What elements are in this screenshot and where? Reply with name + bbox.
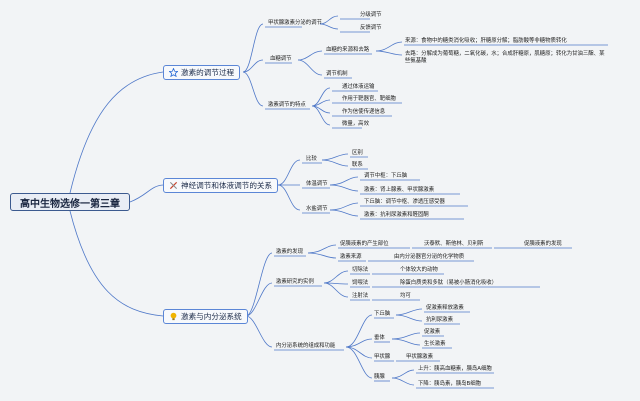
node-hypothalamus[interactable]: 下丘脑 bbox=[374, 311, 391, 317]
node-glucagon[interactable]: 上升：胰高血糖素，胰岛A细胞 bbox=[418, 366, 492, 372]
node-insulin[interactable]: 下降：胰岛素，胰岛B细胞 bbox=[418, 381, 481, 387]
node-research-examples[interactable]: 激素研究的实例 bbox=[276, 279, 314, 285]
node-endocrine-chemicals[interactable]: 由内分泌器官分泌的化学物质 bbox=[394, 254, 465, 260]
root-node[interactable]: 高中生物选修一第三章 bbox=[10, 193, 130, 211]
node-tropic-hormones[interactable]: 促激素 bbox=[424, 329, 441, 335]
node-body-fluid-transport[interactable]: 通过体液运输 bbox=[342, 84, 375, 90]
node-hormone-discovery[interactable]: 激素的发现 bbox=[276, 249, 303, 255]
node-temp-center[interactable]: 调节中枢：下丘脑 bbox=[364, 173, 408, 179]
node-secretin-discovery[interactable]: 促胰液素的发现 bbox=[524, 241, 562, 247]
node-sugar-source[interactable]: 来源：食物中的糖类消化吸收；肝糖原分解；脂肪酸等非糖物质转化 bbox=[405, 38, 567, 44]
node-feedback-regulation[interactable]: 反馈调节 bbox=[360, 25, 382, 31]
node-thyroid-regulation[interactable]: 甲状腺激素分泌的调节 bbox=[268, 20, 322, 26]
node-except-proteins[interactable]: 除蛋白质类和多肽（易被小肠消化吸收） bbox=[400, 280, 498, 286]
node-excision-method[interactable]: 切除法 bbox=[352, 267, 369, 273]
node-regulation-mechanism[interactable]: 调节机制 bbox=[326, 71, 348, 77]
tools-icon bbox=[169, 181, 178, 190]
node-hormone-features[interactable]: 激素调节的特点 bbox=[268, 102, 306, 108]
branch-neuro-humoral[interactable]: 神经调节和体液调节的关系 bbox=[163, 178, 279, 193]
node-secretin-origin[interactable]: 促胰液素的产生部位 bbox=[340, 241, 389, 247]
node-connection[interactable]: 联系 bbox=[352, 162, 363, 168]
node-target-organs[interactable]: 作用于靶器官、靶细胞 bbox=[342, 96, 396, 102]
node-scientists[interactable]: 沃泰默、斯他林、贝利斯 bbox=[424, 241, 484, 247]
branch-title: 激素的调节过程 bbox=[181, 68, 235, 77]
node-water-salt[interactable]: 水盐调节 bbox=[306, 206, 328, 212]
node-endocrine-structure[interactable]: 内分泌系统的组成和功能 bbox=[276, 343, 336, 349]
node-temp-hormones[interactable]: 激素：肾上腺素、甲状腺激素 bbox=[364, 187, 435, 193]
node-difference[interactable]: 区别 bbox=[352, 150, 363, 156]
node-sugar-sink[interactable]: 去路：分解成为葡萄糖，二氧化碳，水；合成肝糖原，肌糖原；转化为甘油三酯、某些氨基… bbox=[405, 51, 605, 64]
node-growth-hormone[interactable]: 生长激素 bbox=[424, 341, 446, 347]
node-blood-sugar[interactable]: 血糖调节 bbox=[270, 56, 292, 62]
star-icon bbox=[169, 68, 178, 77]
node-feeding-method[interactable]: 饲喂法 bbox=[352, 280, 369, 286]
node-graded-regulation[interactable]: 分级调节 bbox=[360, 12, 382, 18]
node-adh[interactable]: 抗利尿激素 bbox=[426, 317, 453, 323]
node-sugar-source-sink[interactable]: 血糖的来源和去路 bbox=[326, 47, 370, 53]
node-messenger[interactable]: 作为信使传递信息 bbox=[342, 109, 386, 115]
node-adh-aldosterone[interactable]: 激素：抗利尿激素和醛固酮 bbox=[364, 212, 429, 218]
node-thyroid[interactable]: 甲状腺 bbox=[374, 354, 391, 360]
lightbulb-icon bbox=[169, 312, 178, 321]
node-hypothalamus-role[interactable]: 下丘脑：调节中枢、渗透压感受器 bbox=[364, 199, 445, 205]
node-body-temp[interactable]: 体温调节 bbox=[306, 181, 328, 187]
node-thyroid-hormone[interactable]: 甲状腺激素 bbox=[406, 354, 433, 360]
node-large-animals[interactable]: 个体较大的动物 bbox=[400, 267, 438, 273]
branch-title: 神经调节和体液调节的关系 bbox=[181, 181, 273, 190]
branch-hormone-regulation[interactable]: 激素的调节过程 bbox=[163, 65, 241, 80]
node-releasing-hormones[interactable]: 促激素释放激素 bbox=[426, 305, 464, 311]
node-all-ok[interactable]: 均可 bbox=[400, 293, 411, 299]
branch-title: 激素与内分泌系统 bbox=[181, 312, 242, 321]
node-comparison[interactable]: 比较 bbox=[306, 156, 317, 162]
node-hormone-source[interactable]: 激素来源 bbox=[340, 254, 362, 260]
node-trace-efficient[interactable]: 微量，高效 bbox=[342, 121, 369, 127]
node-injection-method[interactable]: 注射法 bbox=[352, 293, 369, 299]
branch-endocrine-system[interactable]: 激素与内分泌系统 bbox=[163, 309, 248, 324]
node-pituitary[interactable]: 垂体 bbox=[374, 335, 385, 341]
node-pancreas[interactable]: 胰腺 bbox=[374, 374, 385, 380]
